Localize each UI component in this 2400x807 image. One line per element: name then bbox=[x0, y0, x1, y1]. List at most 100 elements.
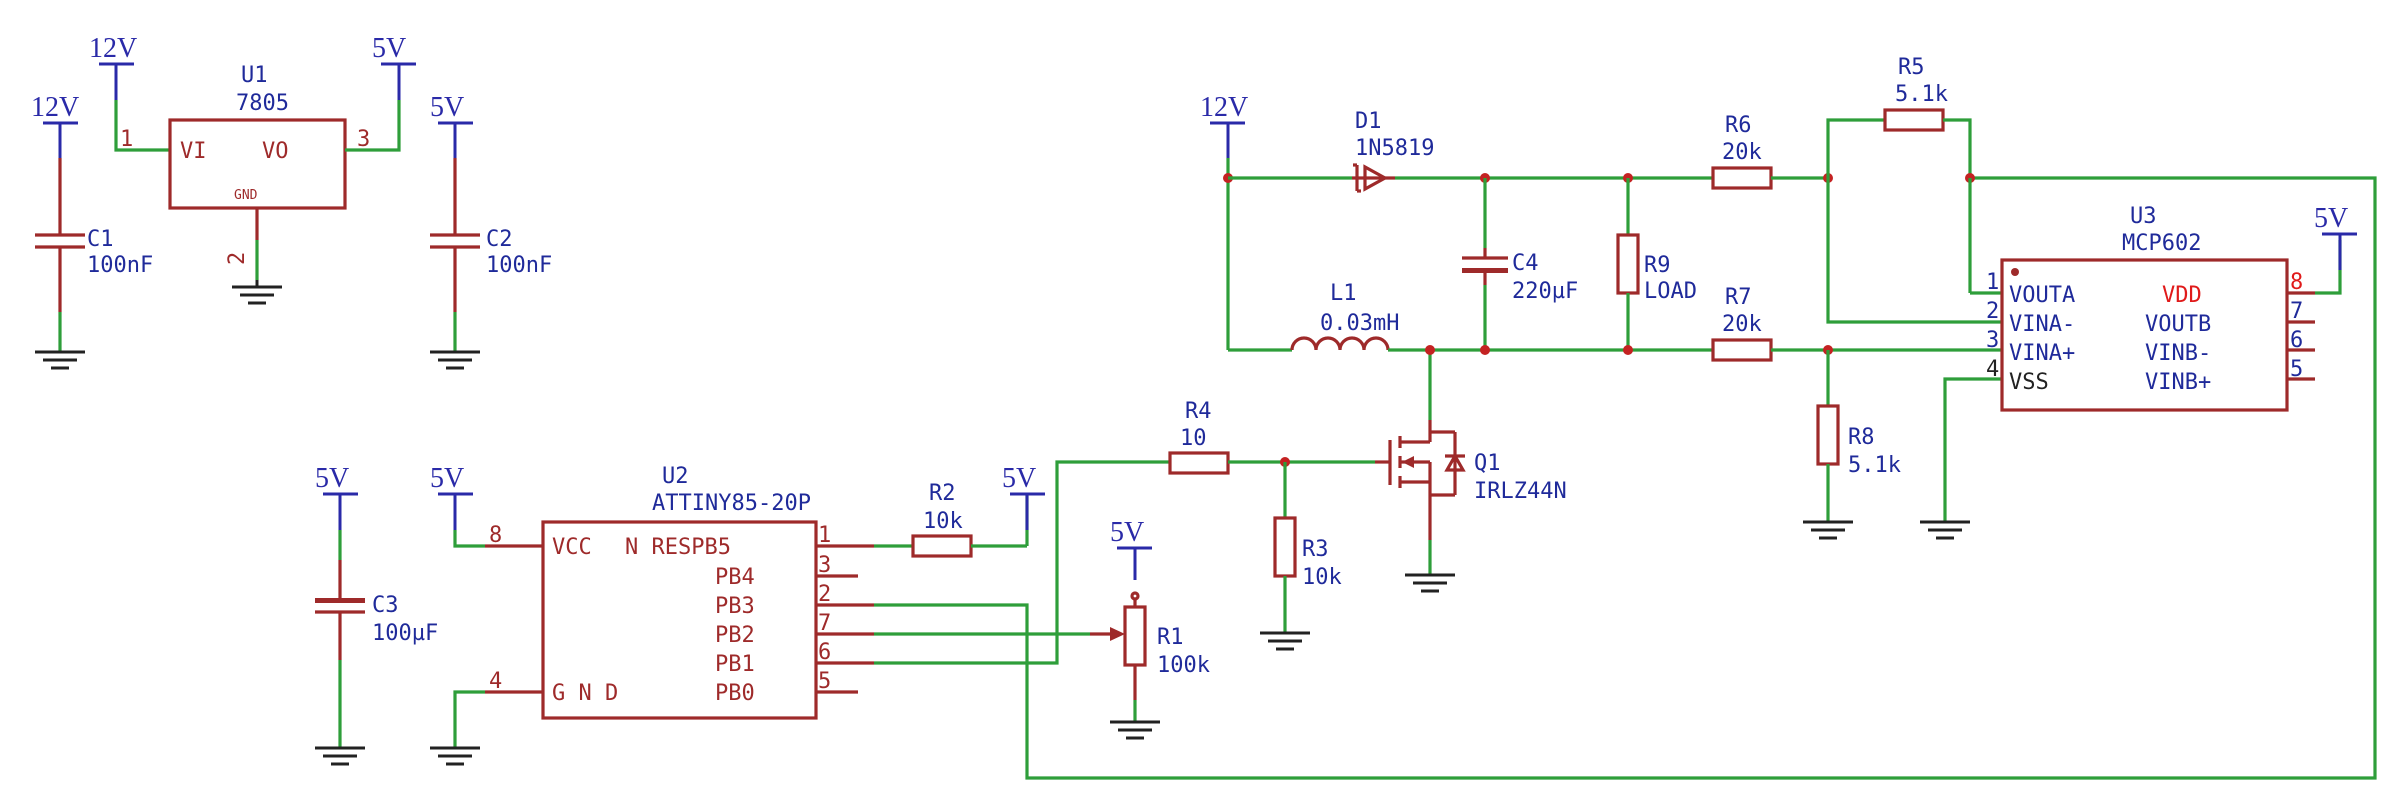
q1-ref: Q1 bbox=[1474, 451, 1501, 476]
u1-pin-vo: VO bbox=[262, 139, 289, 164]
u3-pin-voutb: VOUTB bbox=[2145, 312, 2211, 337]
l1-inductor bbox=[1290, 336, 1390, 351]
r8-body bbox=[1816, 404, 1840, 466]
r4-body bbox=[1168, 451, 1230, 475]
u1-ref: U1 bbox=[241, 63, 268, 88]
power-5v-c3: 5V bbox=[315, 463, 358, 530]
ground-symbol-u1 bbox=[232, 280, 282, 305]
r7-body bbox=[1711, 338, 1773, 362]
u3-pin8-number: 8 bbox=[2290, 270, 2303, 295]
r9-body bbox=[1616, 233, 1640, 295]
u2-pin-vcc: VCC bbox=[552, 535, 592, 560]
c4-value: 220µF bbox=[1512, 279, 1578, 304]
power-12v-c1-label: 12V bbox=[31, 92, 79, 123]
u1-pin-gnd: GND bbox=[234, 188, 258, 203]
u3-ref: U3 bbox=[2130, 204, 2157, 229]
c2-ref: C2 bbox=[486, 227, 513, 252]
u3-pin-vinb-plus: VINB+ bbox=[2145, 370, 2211, 395]
c3-value: 100µF bbox=[372, 621, 438, 646]
power-5v-r1: 5V bbox=[1110, 517, 1152, 580]
r4-value: 10 bbox=[1180, 426, 1207, 451]
c4-ref: C4 bbox=[1512, 251, 1539, 276]
power-5v-u3-label: 5V bbox=[2314, 203, 2348, 234]
mosfet-section: R4 10 R3 10k bbox=[1168, 350, 1567, 651]
r9-ref: R9 bbox=[1644, 253, 1671, 278]
r8-ref: R8 bbox=[1848, 425, 1875, 450]
u1-pin1-number: 1 bbox=[120, 127, 133, 152]
u3-pin-vinb-minus: VINB- bbox=[2145, 341, 2211, 366]
power-5v-r2-label: 5V bbox=[1002, 463, 1036, 494]
r2-ref: R2 bbox=[929, 481, 956, 506]
u3-pin4-number: 4 bbox=[1986, 357, 1999, 382]
u2-pin3-number: 3 bbox=[818, 553, 831, 578]
u2-pin-pb4: PB4 bbox=[715, 565, 755, 590]
power-5v-c2: 5V bbox=[430, 92, 473, 158]
u2-value: ATTINY85-20P bbox=[652, 491, 811, 516]
ground-symbol-c3 bbox=[315, 746, 365, 766]
u2-pin8-number: 8 bbox=[489, 523, 502, 548]
u2-pin-pb1: PB1 bbox=[715, 652, 755, 677]
r5-ref: R5 bbox=[1898, 55, 1925, 80]
l1-ref: L1 bbox=[1330, 281, 1357, 306]
r2-value: 10k bbox=[923, 509, 963, 534]
u2-pin-gnd: G N D bbox=[552, 681, 618, 706]
power-12v-boost: 12V bbox=[1200, 92, 1248, 158]
u3-pin2-number: 2 bbox=[1986, 299, 1999, 324]
power-5v-u2-label: 5V bbox=[430, 463, 464, 494]
l1-value: 0.03mH bbox=[1320, 311, 1399, 336]
u2-pin5-number: 5 bbox=[818, 669, 831, 694]
d1-ref: D1 bbox=[1355, 109, 1382, 134]
u3-pin6-number: 6 bbox=[2290, 328, 2303, 353]
u1-pin-vi: VI bbox=[180, 139, 207, 164]
d1-diode bbox=[1352, 163, 1395, 193]
c1-value: 100nF bbox=[87, 253, 153, 278]
power-12v-c1: 12V bbox=[31, 92, 79, 158]
ground-symbol-c1 bbox=[35, 350, 85, 370]
u3-pin-voa: VOUTA bbox=[2009, 283, 2075, 308]
u3-body bbox=[2000, 258, 2289, 412]
u3-pin7-number: 7 bbox=[2290, 299, 2303, 324]
u3-pin5-number: 5 bbox=[2290, 357, 2303, 382]
r9-value: LOAD bbox=[1644, 279, 1697, 304]
opamp-section: U3 MCP602 VOUTA VINA- VINA+ VSS VDD VOUT… bbox=[1986, 203, 2357, 412]
r6-ref: R6 bbox=[1725, 113, 1752, 138]
r5-value: 5.1k bbox=[1895, 82, 1948, 107]
u1-pin2-number: 2 bbox=[225, 252, 250, 265]
c3-ref: C3 bbox=[372, 593, 399, 618]
u2-pin-pb5: N RESPB5 bbox=[625, 535, 731, 560]
power-12v-u1: 12V bbox=[89, 33, 137, 100]
u2-pin4-number: 4 bbox=[489, 669, 502, 694]
power-5v-label: 5V bbox=[372, 33, 406, 64]
u3-pin-vina-minus: VINA- bbox=[2009, 312, 2075, 337]
power-5v-r1-label: 5V bbox=[1110, 517, 1144, 548]
power-12v-label: 12V bbox=[89, 33, 137, 64]
u3-pin-vdd: VDD bbox=[2162, 283, 2202, 308]
power-5v-u1: 5V bbox=[372, 33, 416, 100]
r8-value: 5.1k bbox=[1848, 453, 1901, 478]
u2-body bbox=[541, 520, 818, 720]
u3-pin1-number: 1 bbox=[1986, 270, 1999, 295]
ground-symbol-r3 bbox=[1260, 631, 1310, 651]
power-5v-u2: 5V bbox=[430, 463, 473, 530]
junction-c4-bottom bbox=[1480, 345, 1490, 355]
u2-pin-pb2: PB2 bbox=[715, 623, 755, 648]
r2-body bbox=[911, 534, 973, 558]
r3-value: 10k bbox=[1302, 565, 1342, 590]
r1-value: 100k bbox=[1157, 653, 1210, 678]
power-5v-u3: 5V bbox=[2314, 203, 2357, 270]
r6-body bbox=[1711, 166, 1773, 190]
u1-value: 7805 bbox=[236, 91, 289, 116]
c1-ref: C1 bbox=[87, 227, 114, 252]
regulator-section: 12V 1 U1 7805 VI VO GND 5V 3 2 bbox=[31, 33, 552, 370]
u2-pin7-number: 7 bbox=[818, 611, 831, 636]
u3-value: MCP602 bbox=[2122, 231, 2201, 256]
ground-symbol-u3 bbox=[1920, 520, 1970, 540]
u3-pin-vss: VSS bbox=[2009, 370, 2049, 395]
u1-body bbox=[168, 118, 347, 210]
u2-pin2-number: 2 bbox=[818, 582, 831, 607]
power-5v-r2: 5V bbox=[1002, 463, 1045, 530]
r7-value: 20k bbox=[1722, 312, 1762, 337]
r5-body bbox=[1883, 108, 1945, 132]
r6-value: 20k bbox=[1722, 140, 1762, 165]
